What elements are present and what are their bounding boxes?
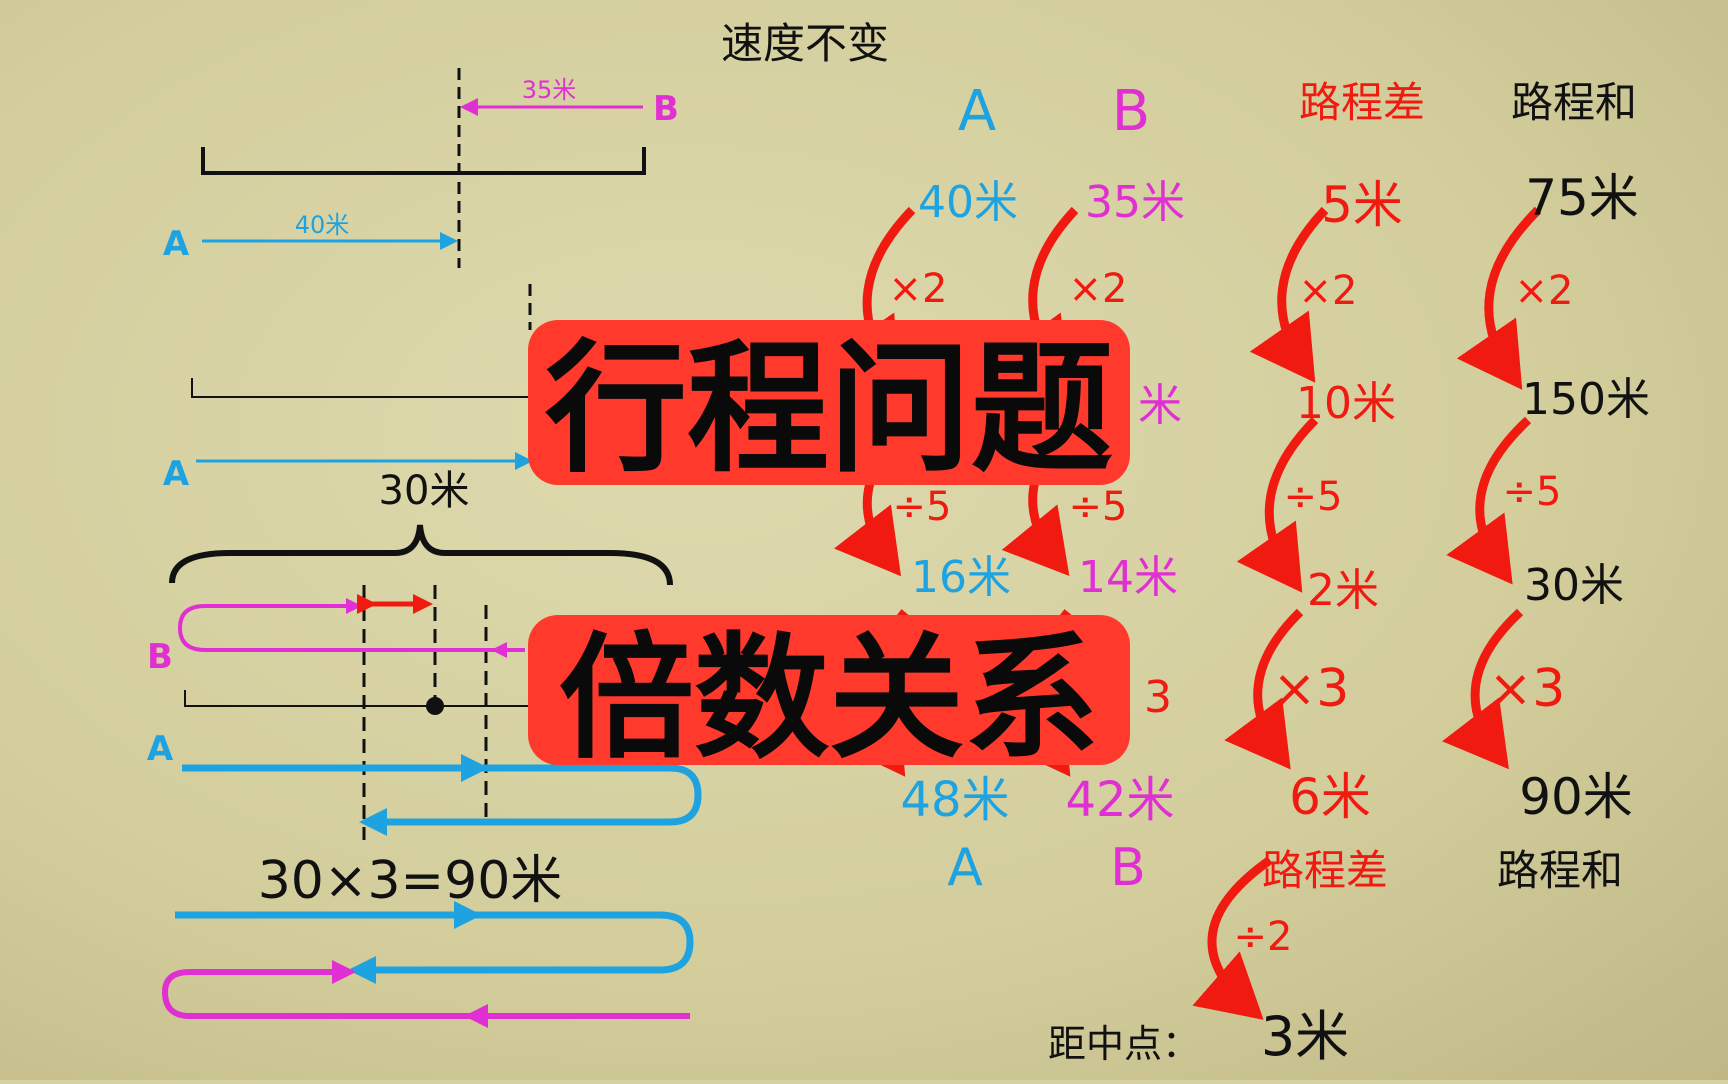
curved-arrow-icon (1249, 206, 1329, 383)
a-route (182, 764, 702, 826)
brace (169, 524, 673, 586)
title-line-1: 行程问题 (545, 327, 1113, 492)
b-distance: 35米 (522, 76, 577, 104)
b-value-2: 米 (1138, 380, 1182, 431)
a-op-1: ×2 (889, 266, 948, 312)
bottom-op: ÷2 (1234, 914, 1293, 960)
diff-op-2: ÷5 (1284, 474, 1343, 520)
distance-30: 30米 (379, 468, 470, 514)
midpoint-value: 3米 (1261, 1005, 1349, 1068)
sum-value-4: 90米 (1519, 768, 1633, 826)
b-value-4: 42米 (1065, 772, 1174, 828)
header-sum: 路程和 (1511, 78, 1637, 127)
b-label: B (653, 89, 679, 129)
a-route-4 (175, 911, 694, 974)
title-line-2: 倍数关系 (559, 620, 1099, 777)
b-op-3: 3 (1144, 672, 1172, 723)
a-distance: 40米 (295, 211, 350, 239)
sum-value-2: 150米 (1522, 374, 1650, 425)
b-label-3: B (147, 637, 173, 677)
title-banner: 行程问题 倍数关系 (528, 320, 1130, 777)
b-route (177, 604, 520, 652)
bottom-sum: 路程和 (1497, 846, 1623, 895)
sum-value-1: 75米 (1525, 169, 1639, 227)
curved-arrow-icon (1236, 416, 1319, 593)
heading: 速度不变 (721, 19, 889, 68)
b-op-2: ÷5 (1069, 484, 1128, 530)
sum-value-3: 30米 (1524, 560, 1624, 611)
curved-arrow-icon (1442, 608, 1524, 770)
header-b: B (1112, 79, 1150, 144)
track-line (201, 147, 646, 175)
b-value-3: 14米 (1078, 552, 1178, 603)
curved-arrow-icon (1224, 608, 1304, 770)
midpoint-dot (426, 697, 444, 715)
bottom-b: B (1110, 838, 1146, 898)
b-op-1: ×2 (1069, 266, 1128, 312)
midpoint-label: 距中点： (1048, 1022, 1200, 1066)
curved-arrow-icon (1446, 416, 1532, 585)
header-diff: 路程差 (1299, 78, 1425, 127)
diff-op-1: ×2 (1299, 268, 1358, 314)
a-value-4: 48米 (900, 772, 1009, 828)
a-label-2: A (163, 454, 190, 494)
b-value-1: 35米 (1085, 177, 1185, 228)
equation: 30×3=90米 (258, 851, 563, 911)
a-label-3: A (147, 729, 174, 769)
diff-value-1: 5米 (1321, 176, 1403, 234)
diagram-third: B A 30×3=90米 (147, 585, 702, 911)
diagram-second: A 30米 (163, 284, 673, 586)
a-value-1: 40米 (918, 177, 1018, 228)
header-a: A (958, 79, 996, 144)
title-bg-1 (528, 320, 1130, 485)
diff-value-3: 2米 (1307, 565, 1379, 616)
bottom-a: A (947, 838, 983, 898)
bottom-diff: 路程差 (1262, 846, 1388, 895)
a-value-3: 16米 (911, 552, 1011, 603)
sum-op-2: ÷5 (1503, 469, 1562, 515)
curved-arrow-icon (1192, 856, 1273, 1020)
a-label: A (163, 224, 190, 264)
sum-op-1: ×2 (1515, 268, 1574, 314)
b-route-4 (161, 969, 690, 1019)
title-bg-2 (528, 615, 1130, 765)
track-line-3 (184, 690, 530, 707)
diagram-fourth (161, 901, 694, 1028)
diff-value-2: 10米 (1296, 378, 1396, 429)
diff-op-3: ×3 (1273, 659, 1350, 719)
diagram-initial: 35米 B 40米 A (163, 68, 679, 268)
a-op-2: ÷5 (893, 484, 952, 530)
track-line-2 (191, 378, 540, 398)
sum-op-3: ×3 (1489, 659, 1566, 719)
diff-value-4: 6米 (1289, 768, 1371, 826)
curved-arrow-icon (1456, 206, 1542, 390)
